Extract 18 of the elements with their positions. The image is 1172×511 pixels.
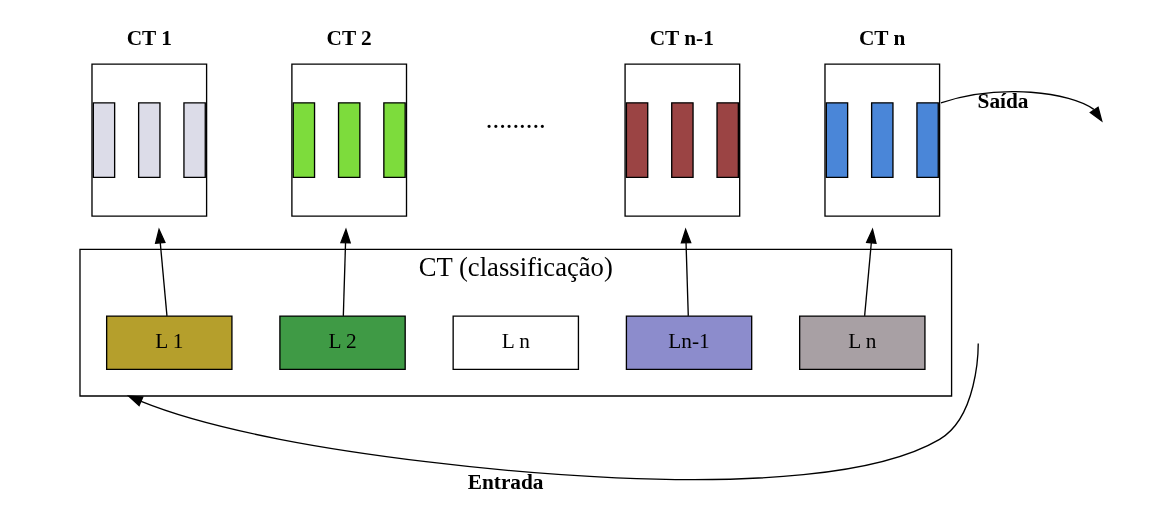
arrow (863, 227, 877, 317)
node-label: CT 2 (326, 26, 372, 51)
node-label: CT 1 (126, 26, 172, 51)
arrow (940, 91, 1103, 123)
label: ......... (485, 104, 546, 135)
node-label: CT n (858, 26, 906, 51)
node-box: L 2 (279, 315, 406, 371)
arrow (680, 227, 692, 317)
edge-label: Entrada (467, 470, 544, 495)
node-box: Ln-1 (625, 315, 753, 371)
node-label: CT n-1 (649, 26, 714, 51)
arrow (154, 227, 168, 317)
node-box: L n (799, 315, 926, 371)
node-box: L n (452, 315, 580, 371)
node-box: L 1 (106, 315, 233, 371)
edge-label: Saída (977, 88, 1029, 113)
arrow (126, 342, 979, 481)
arrow (339, 227, 352, 317)
